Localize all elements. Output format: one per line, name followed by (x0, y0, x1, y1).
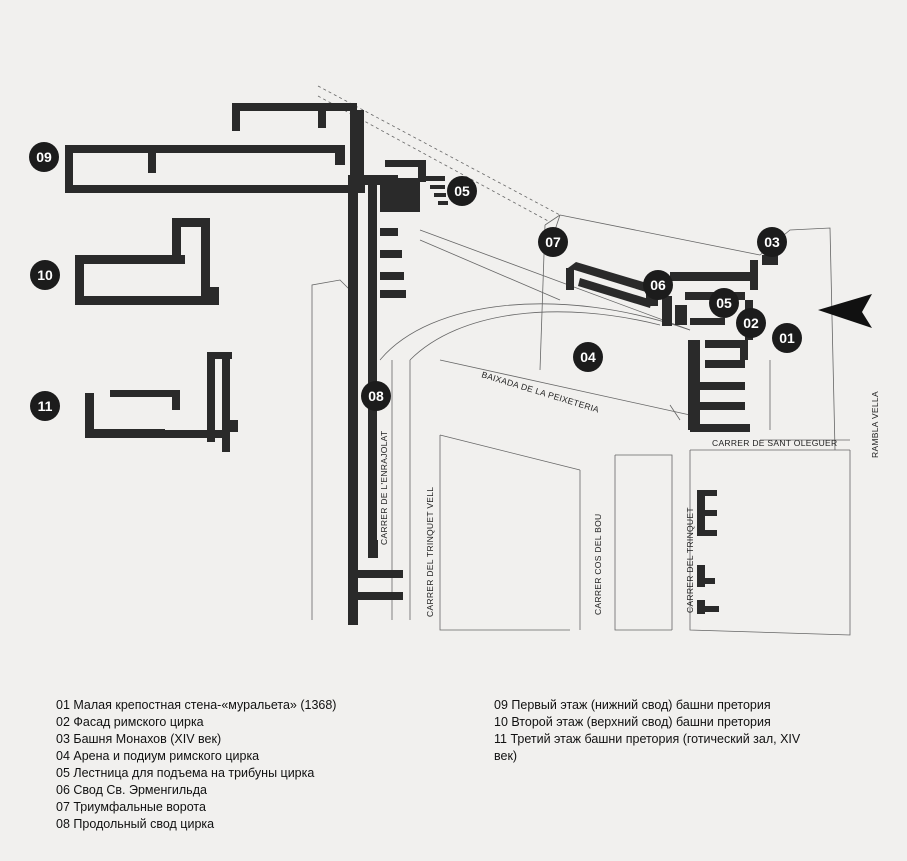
marker-05-stairs: 05 (447, 176, 477, 206)
svg-text:07: 07 (545, 234, 561, 250)
legend-right-column: 09 Первый этаж (нижний свод) башни прето… (494, 697, 824, 765)
north-arrow-icon (818, 294, 872, 328)
street-label-sant-oleguer: CARRER DE SANT OLEGUER (712, 438, 837, 448)
marker-01: 01 (772, 323, 802, 353)
svg-text:10: 10 (37, 267, 53, 283)
marker-03: 03 (757, 227, 787, 257)
legend-item-06: 06 Свод Св. Эрменгильда (56, 783, 207, 797)
street-labels: BAIXADA DE LA PEIXETERIA CARRER DE SANT … (379, 369, 880, 617)
legend-item-09: 09 Первый этаж (нижний свод) башни прето… (494, 698, 771, 712)
marker-10: 10 (30, 260, 60, 290)
legend-left-column: 01 Малая крепостная стена-«муральета» (1… (56, 697, 336, 833)
marker-09: 09 (29, 142, 59, 172)
svg-text:01: 01 (779, 330, 795, 346)
street-label-rambla-vella: RAMBLA VELLA (870, 391, 880, 458)
svg-text:08: 08 (368, 388, 384, 404)
legend-item-07: 07 Триумфальные ворота (56, 800, 206, 814)
site-plan-map: BAIXADA DE LA PEIXETERIA CARRER DE SANT … (29, 85, 880, 636)
marker-04: 04 (573, 342, 603, 372)
svg-text:04: 04 (580, 349, 596, 365)
svg-text:05: 05 (716, 295, 732, 311)
north-arrow (818, 294, 872, 328)
legend-item-08: 08 Продольный свод цирка (56, 817, 215, 831)
marker-07: 07 (538, 227, 568, 257)
svg-text:03: 03 (764, 234, 780, 250)
street-label-cos-del-bou: CARRER COS DEL BOU (593, 514, 603, 615)
marker-06: 06 (643, 270, 673, 300)
svg-text:11: 11 (38, 398, 53, 414)
marker-08: 08 (361, 381, 391, 411)
legend-item-10: 10 Второй этаж (верхний свод) башни прет… (494, 715, 771, 729)
street-label-peixeteria: BAIXADA DE LA PEIXETERIA (480, 369, 600, 414)
marker-05-arc: 05 (709, 288, 739, 318)
street-label-trinquet: CARRER DEL TRINQUET (685, 507, 695, 613)
street-label-trinquet-vell: CARRER DEL TRINQUET VELL (425, 487, 435, 617)
legend-item-11: 11 Третий этаж башни претория (готически… (494, 732, 801, 763)
svg-text:06: 06 (650, 277, 666, 293)
legend-item-04: 04 Арена и подиум римского цирка (56, 749, 260, 763)
svg-text:02: 02 (743, 315, 759, 331)
number-markers: 09 10 11 05 07 03 06 05 02 01 04 08 (29, 142, 802, 421)
street-label-enrajolat: CARRER DE L'ENRAJOLAT (379, 430, 389, 545)
svg-text:09: 09 (36, 149, 52, 165)
wall-structures (65, 103, 778, 625)
marker-11: 11 (30, 391, 60, 421)
svg-text:05: 05 (454, 183, 470, 199)
legend-item-02: 02 Фасад римского цирка (56, 715, 204, 729)
legend-item-01: 01 Малая крепостная стена-«муральета» (1… (56, 698, 337, 712)
legend-item-05: 05 Лестница для подъема на трибуны цирка (56, 766, 315, 780)
marker-02: 02 (736, 308, 766, 338)
legend-item-03: 03 Башня Монахов (XIV век) (56, 732, 222, 746)
